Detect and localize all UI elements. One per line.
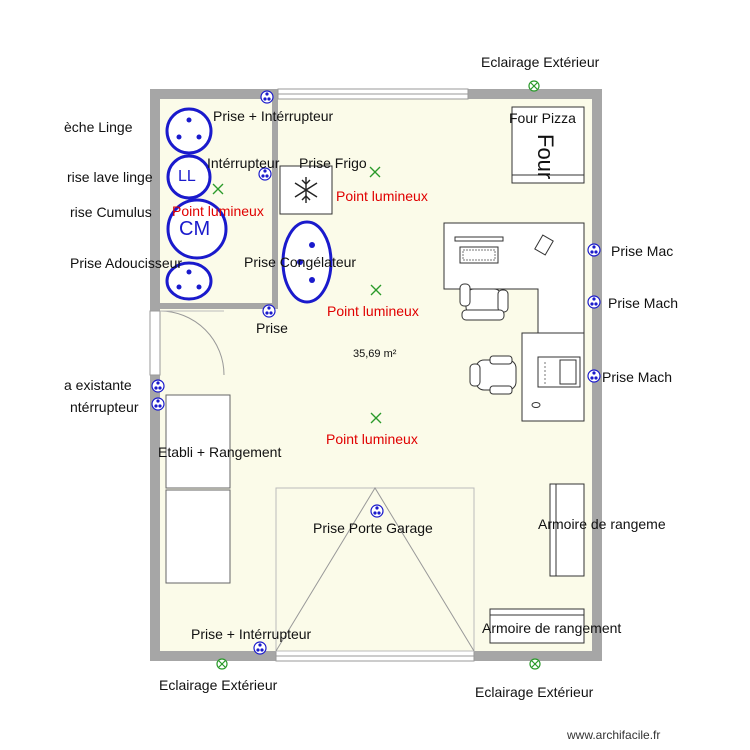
label-prise: Prise [256,320,288,336]
pizza-oven [511,106,585,184]
label-ext-light-top: Eclairage Extérieur [481,54,600,70]
outlet-top [260,90,274,104]
label-armoire-bottom: Armoire de rangement [482,620,622,636]
computer-screen [559,359,577,385]
label-prise-adoucisseur: Prise Adoucisseur [70,255,183,271]
label-prise-mach-2: Prise Mach [608,295,679,311]
door-swing-arc [159,310,225,376]
snowflake-icon [294,177,318,203]
outlet-interrupteur [258,167,272,181]
label-prise-frigo: Prise Frigo [299,155,367,171]
label-prise-interrupteur-top: Prise + Intérrupteur [213,108,334,124]
mouse [531,402,541,408]
outlet-bottom [253,641,267,655]
label-interrupteur: Intérrupteur [207,155,280,171]
keyboard [459,246,499,264]
area-label: 35,69 m² [353,348,397,360]
label-four-pizza: Four Pizza [509,110,576,126]
office-chair-1 [459,283,509,321]
label-prise-interrupteur-bottom: Prise + Intérrupteur [191,626,312,642]
label-four: Four [533,134,558,180]
watermark: www.archifacile.fr [567,728,661,742]
label-prise-porte-garage: Prise Porte Garage [313,520,433,536]
label-armoire-right: Armoire de rangeme [538,516,666,532]
office-chair-2 [469,355,517,395]
label-existante: a existante [64,377,132,393]
label-ext-light-bottom-left: Eclairage Extérieur [159,677,278,693]
label-etabli: Etabli + Rangement [158,444,282,460]
outlet-right-2 [587,295,601,309]
exterior-light-bottom-left [216,658,228,670]
outlet-garage-door [370,504,384,518]
softener-symbol [165,261,213,301]
appliance-cm-label: CM [179,218,211,240]
exterior-light-top [528,80,540,92]
exterior-light-bottom-right [529,658,541,670]
label-prise-lave-linge: rise lave linge [67,169,153,185]
label-point-lumineux-1: Point lumineux [336,188,428,204]
workbench-1 [165,394,231,489]
light-point-1 [369,166,381,178]
keyboard-keys [462,249,496,261]
label-prise-congelateur: Prise Congélateur [244,254,357,270]
wall-laundry-bottom [160,303,278,309]
label-ext-light-bottom-right: Eclairage Extérieur [475,684,594,700]
light-point-2 [370,284,382,296]
workbench-2 [165,489,231,584]
dryer-symbol [165,107,213,155]
wall-laundry-right [272,99,278,309]
outlet-right-3 [587,369,601,383]
label-point-lumineux-3: Point lumineux [326,431,418,447]
appliance-ll-label: LL [178,168,196,185]
label-point-lumineux-laundry: Point lumineux [172,203,264,219]
outlet-laundry-bottom [262,304,276,318]
washing-machine-symbol [166,154,212,200]
label-prise-mach-3: Prise Mach [602,369,673,385]
outlet-left-1 [151,379,165,393]
freezer-symbol [281,220,333,304]
label-prise-mac-1: Prise Mac [611,243,674,259]
monitor [454,236,504,242]
outlet-right-1 [587,243,601,257]
light-point-3 [370,412,382,424]
water-heater-symbol [166,198,228,260]
outlet-left-2 [151,397,165,411]
phone [534,234,554,256]
label-point-lumineux-2: Point lumineux [327,303,419,319]
label-interrupteur-left: ntérrupteur [70,399,139,415]
garage-door-symbol [275,487,475,652]
label-seche-linge: èche Linge [64,119,133,135]
light-point-laundry [212,183,224,195]
label-prise-cumulus: rise Cumulus [70,204,152,220]
